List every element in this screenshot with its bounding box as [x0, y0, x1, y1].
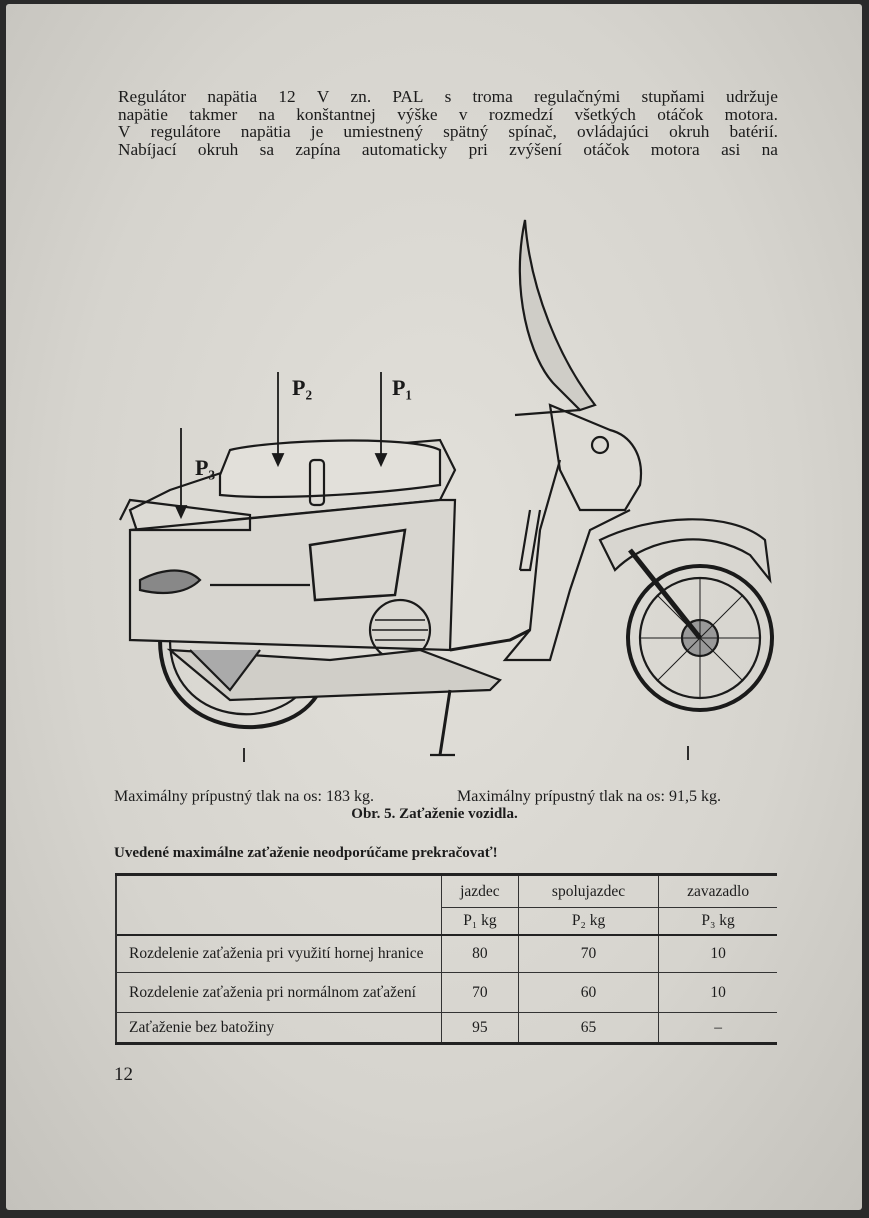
word: spätný	[443, 122, 489, 142]
word: umiestnený	[343, 122, 424, 142]
word: V	[118, 122, 131, 142]
scooter-illustration: P₃ P₂ P₁	[119, 219, 774, 762]
row-label: Zaťaženie bez batožiny	[115, 1012, 442, 1044]
word: ovládajúci	[576, 122, 649, 142]
cell-value: 60	[517, 972, 659, 1013]
column-header: zavazadlo	[658, 874, 777, 908]
word: je	[310, 122, 324, 142]
word: výške	[397, 104, 438, 124]
front-axle-load-text: Maximálny prípustný tlak na os: 91,5 kg.	[457, 788, 721, 805]
word: 12	[278, 87, 296, 106]
word: Regulátor	[118, 87, 187, 106]
unit-header: P₃ kg	[658, 907, 777, 935]
word: troma	[472, 87, 513, 106]
load-label-p3: P₃	[195, 455, 215, 480]
load-label-p1: P₁	[392, 375, 412, 400]
word: motora	[650, 139, 700, 159]
word: všetkých	[574, 104, 636, 124]
word: otáčok	[583, 139, 630, 159]
cell-value: 65	[517, 1012, 659, 1044]
word: PAL	[392, 87, 424, 106]
cell-value: 70	[517, 934, 659, 973]
word: zvýšení	[509, 139, 562, 159]
rear-axle-load-text: Maximálny prípustný tlak na os: 183 kg.	[114, 788, 374, 805]
word: s	[444, 87, 452, 106]
table-row: Zaťaženie bez batožiny 95 65 –	[115, 1012, 777, 1044]
word: V	[316, 87, 330, 106]
word: asi	[721, 139, 741, 159]
word: motora.	[724, 104, 778, 124]
word: Nabíjací	[118, 139, 177, 159]
table-row: Rozdelenie zaťaženia pri normálnom zaťaž…	[115, 972, 777, 1013]
column-header: spolujazdec	[517, 874, 659, 908]
cell-value: 10	[658, 934, 777, 973]
cell-value: 95	[441, 1012, 519, 1044]
word: spínač,	[508, 122, 557, 142]
word: sa	[259, 139, 274, 159]
unit-header: P₂ kg	[517, 907, 659, 935]
word: stupňami	[641, 87, 705, 106]
word: na	[258, 104, 275, 124]
cell-value: 80	[441, 934, 519, 973]
table-row: Rozdelenie zaťaženia pri využití hornej …	[115, 934, 777, 973]
word: napätia	[240, 122, 291, 142]
word: konštantnej	[296, 104, 376, 124]
word: okruh	[197, 139, 239, 159]
figure-caption: Obr. 5. Zaťaženie vozidla.	[351, 806, 518, 822]
page-number: 12	[114, 1064, 133, 1085]
word: rozmedzí	[488, 104, 554, 124]
word: otáčok	[657, 104, 704, 124]
warning-text: Uvedené maximálne zaťaženie neodporúčame…	[114, 845, 498, 861]
column-header: jazdec	[441, 874, 519, 908]
word: takmer	[189, 104, 238, 124]
cell-value: 70	[441, 972, 519, 1013]
unit-header: P₁ kg	[441, 907, 519, 935]
load-table: jazdec spolujazdec zavazadlo P₁ kg P₂ kg…	[115, 873, 777, 1045]
load-label-p2: P₂	[292, 375, 312, 400]
word: automaticky	[361, 139, 448, 159]
word: napätia	[207, 87, 258, 106]
cell-value: 10	[658, 972, 777, 1013]
word: batérií.	[729, 122, 778, 142]
empty-header-cell	[115, 874, 442, 935]
word: na	[761, 139, 778, 159]
word: v	[458, 104, 468, 124]
word: udržuje	[726, 87, 778, 106]
word: zapína	[295, 139, 341, 159]
word: pri	[468, 139, 488, 159]
word: zn.	[350, 87, 372, 106]
word: regulačnými	[533, 87, 621, 106]
word: regulátore	[150, 122, 221, 142]
cell-value: –	[658, 1012, 777, 1044]
word: okruh	[669, 122, 710, 142]
row-label: Rozdelenie zaťaženia pri využití hornej …	[115, 934, 442, 973]
word: napätie	[118, 104, 168, 124]
row-label: Rozdelenie zaťaženia pri normálnom zaťaž…	[115, 972, 442, 1013]
